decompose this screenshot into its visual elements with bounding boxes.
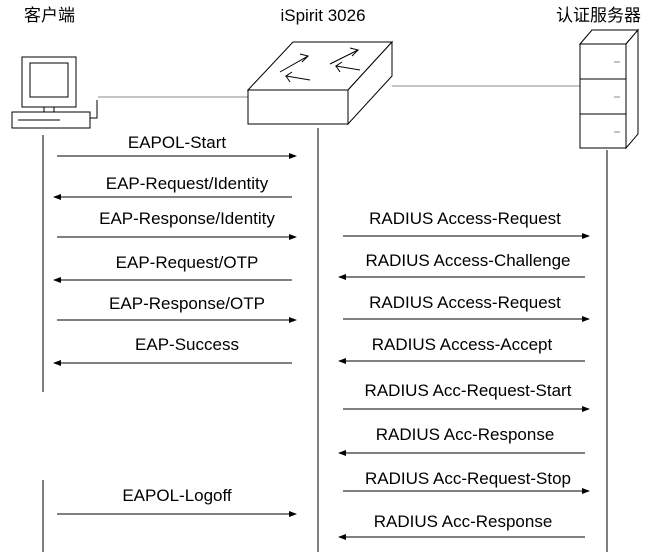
msg-radius-acc-request-start: RADIUS Acc-Request-Start	[364, 381, 572, 400]
msg-radius-acc-request-stop: RADIUS Acc-Request-Stop	[365, 469, 571, 488]
client-label: 客户端	[24, 6, 75, 26]
msg-radius-access-request-2: RADIUS Access-Request	[369, 293, 561, 312]
server-label: 认证服务器	[556, 6, 641, 26]
lifelines	[42, 128, 608, 552]
msg-eap-request-identity: EAP-Request/Identity	[105, 174, 269, 193]
msg-radius-access-challenge: RADIUS Access-Challenge	[365, 251, 571, 270]
msg-eap-success: EAP-Success	[135, 335, 239, 354]
server-icon	[578, 28, 640, 150]
msg-eap-response-identity: EAP-Response/Identity	[99, 209, 275, 228]
msg-eapol-logoff: EAPOL-Logoff	[122, 486, 232, 505]
msg-radius-acc-response-2: RADIUS Acc-Response	[373, 512, 553, 531]
client-switch-arrows	[53, 153, 297, 517]
msg-radius-acc-response-1: RADIUS Acc-Response	[375, 425, 555, 444]
switch-server-arrows	[338, 233, 590, 540]
msg-eap-response-otp: EAP-Response/OTP	[109, 294, 265, 313]
switch-icon	[246, 40, 394, 126]
msg-radius-access-accept: RADIUS Access-Accept	[371, 335, 553, 354]
switch-label: iSpirit 3026	[280, 6, 366, 25]
msg-eap-request-otp: EAP-Request/OTP	[115, 253, 259, 272]
msg-radius-access-request-1: RADIUS Access-Request	[369, 209, 561, 228]
client-computer-icon	[11, 56, 98, 129]
msg-eapol-start: EAPOL-Start	[127, 133, 227, 152]
